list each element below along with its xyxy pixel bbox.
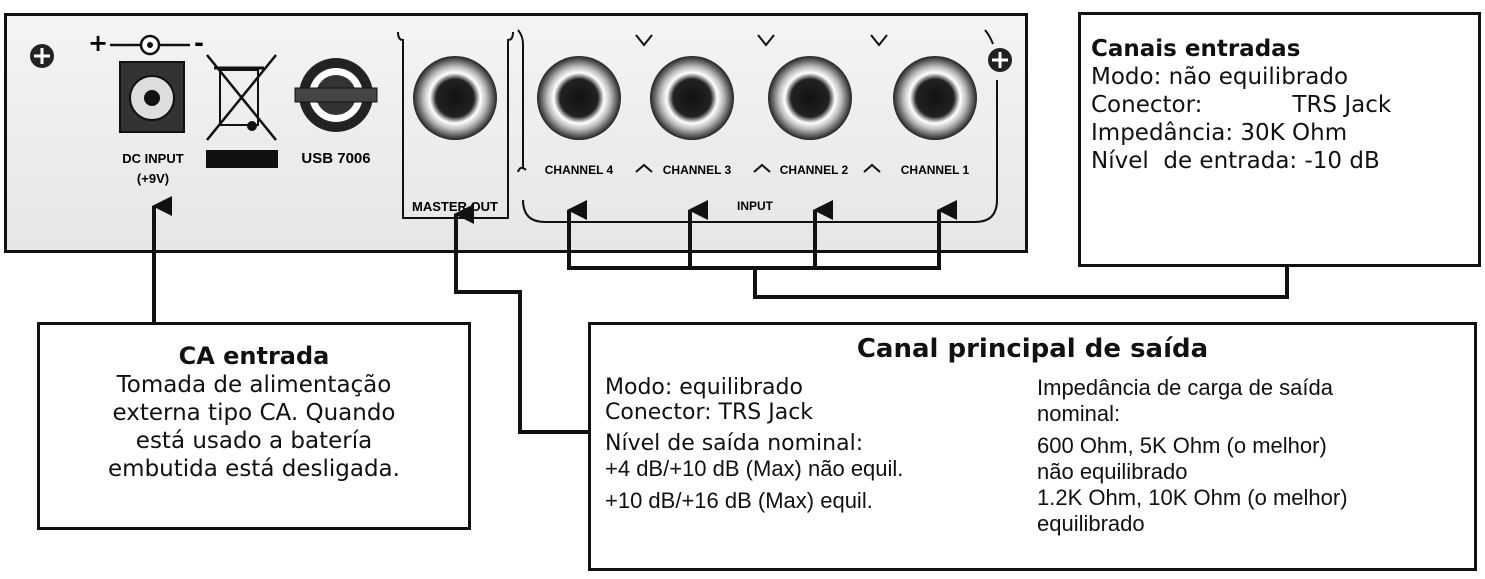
main-output-box: Canal principal de saída Modo: equilibra… xyxy=(588,322,1477,571)
polarity-symbol-icon: + - xyxy=(88,29,204,57)
input-impedance: Impedância: 30K Ohm xyxy=(1091,120,1348,146)
dc-input-box: CA entrada Tomada de alimentação externa… xyxy=(37,322,471,530)
master-out-jack-icon xyxy=(413,56,497,140)
input-channels-box: Canais entradas Modo: não equilibrado Co… xyxy=(1078,12,1481,267)
output-impedance-label-2: nominal: xyxy=(1037,401,1121,426)
dc-box-line: está usado a batería xyxy=(135,428,373,454)
dc-voltage-label: (+9V) xyxy=(137,171,169,186)
output-impedance-balanced-values: 1.2K Ohm, 10K Ohm (o melhor) xyxy=(1037,485,1348,510)
output-mode: Modo: equilibrado xyxy=(605,375,803,400)
dc-input-label: DC INPUT xyxy=(122,151,183,166)
input-connector-value: TRS Jack xyxy=(1292,92,1392,118)
input-level: Nível de entrada: -10 dB xyxy=(1091,148,1380,174)
output-impedance-unbalanced-label: não equilibrado xyxy=(1037,459,1188,484)
channel-label: CHANNEL 4 xyxy=(545,163,614,177)
dc-box-line: Tomada de alimentação xyxy=(116,372,392,398)
screw-icon-right xyxy=(988,48,1012,72)
output-level-balanced: +10 dB/+16 dB (Max) equil. xyxy=(605,488,873,513)
input-box-title: Canais entradas xyxy=(1091,36,1301,62)
output-level-unbalanced: +4 dB/+10 dB (Max) não equil. xyxy=(605,456,904,481)
weee-bin-icon xyxy=(206,54,278,168)
output-impedance-label: Impedância de carga de saída xyxy=(1037,375,1333,400)
usb-logo-icon xyxy=(294,58,378,132)
dc-box-title: CA entrada xyxy=(178,342,330,370)
dc-jack-icon xyxy=(119,61,185,133)
output-level-label: Nível de saída nominal: xyxy=(605,431,864,456)
output-connector: Conector: TRS Jack xyxy=(605,400,814,425)
input-connector: Conector: TRS Jack xyxy=(1091,91,1468,119)
polarity-minus: - xyxy=(194,29,204,57)
main-box-right-column: Impedância de carga de saída nominal: 60… xyxy=(1037,375,1348,537)
channel-4-jack-icon xyxy=(537,56,621,140)
channel-1-jack-icon xyxy=(893,56,977,140)
dc-box-line: externa tipo CA. Quando xyxy=(112,400,396,426)
output-impedance-balanced-label: equilibrado xyxy=(1037,511,1145,536)
input-mode: Modo: não equilibrado xyxy=(1091,64,1349,90)
channel-label: CHANNEL 2 xyxy=(780,163,849,177)
model-label: USB 7006 xyxy=(301,150,370,167)
input-group-label: INPUT xyxy=(737,199,774,213)
polarity-plus: + xyxy=(88,29,108,57)
main-box-title: Canal principal de saída xyxy=(856,334,1209,364)
screw-icon-left xyxy=(30,44,54,68)
channel-2-jack-icon xyxy=(768,56,852,140)
channel-label: CHANNEL 1 xyxy=(901,163,970,177)
dc-box-line: embutida está desligada. xyxy=(108,456,400,482)
channel-3-jack-icon xyxy=(650,56,734,140)
callout-lines xyxy=(152,196,1289,434)
output-impedance-unbalanced-values: 600 Ohm, 5K Ohm (o melhor) xyxy=(1037,433,1327,458)
main-box-left-column: Modo: equilibrado Conector: TRS Jack Nív… xyxy=(605,375,903,514)
master-out-label: MASTER OUT xyxy=(412,199,498,214)
input-connector-label: Conector: xyxy=(1091,92,1203,118)
channel-label: CHANNEL 3 xyxy=(663,163,732,177)
